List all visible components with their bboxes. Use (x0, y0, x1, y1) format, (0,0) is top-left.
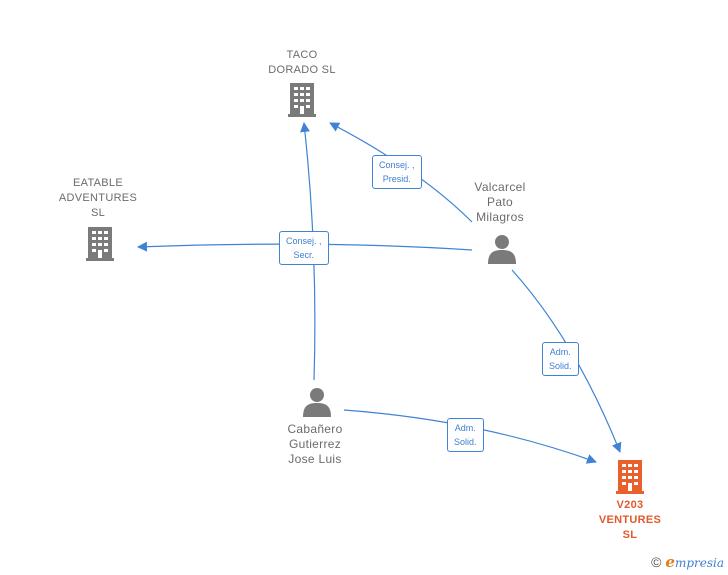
edge-label-adm-solid-cabanero: Adm. Solid. (447, 418, 484, 452)
person-icon (303, 388, 331, 417)
person-icon (488, 235, 516, 264)
company-label-v203-ventures[interactable]: V203 VENTURES SL (598, 499, 662, 541)
footer-brand: © empresia (651, 553, 724, 571)
building-icon (288, 83, 316, 117)
brand-initial: e (665, 553, 675, 571)
building-icon-focus (616, 460, 644, 494)
company-label-taco-dorado[interactable]: TACO DORADO SL (268, 49, 336, 76)
building-icon (86, 227, 114, 261)
brand-rest: mpresia (674, 556, 724, 570)
empresia-logo[interactable]: empresia (665, 553, 724, 571)
edge-label-consej-secr: Consej. , Secr. (279, 231, 329, 265)
company-label-eatable-adventures[interactable]: EATABLE ADVENTURES SL (58, 177, 138, 219)
person-label-cabanero[interactable]: Cabañero Gutierrez Jose Luis (287, 422, 343, 466)
copyright-symbol: © (651, 554, 662, 570)
edge-label-consej-presid: Consej. , Presid. (372, 155, 422, 189)
edge-label-adm-solid-valcarcel: Adm. Solid. (542, 342, 579, 376)
person-label-valcarcel[interactable]: Valcarcel Pato Milagros (474, 180, 526, 224)
